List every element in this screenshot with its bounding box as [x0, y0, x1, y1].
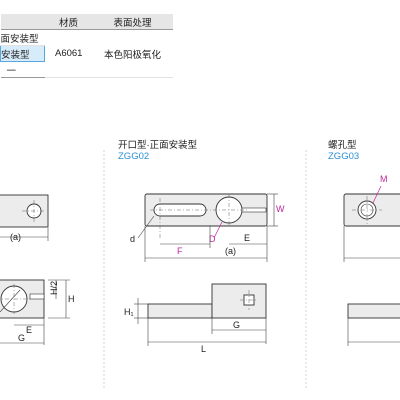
variant-caption-zgg02: 开口型·正面安装型 ZGG02 [118, 140, 197, 162]
zgg02-side-block [211, 283, 267, 319]
dim-e-label: E [26, 325, 32, 335]
spec-header-row: 材质 表面处理 [0, 14, 173, 30]
spec-table: 材质 表面处理 面安装型 A6061 本色阳极氧化 安装型 一 [0, 14, 173, 78]
header-type [0, 14, 45, 30]
dim-w-label: W [276, 204, 285, 214]
variant-name: 螺孔型 [328, 140, 357, 151]
spec-row: 一 [0, 61, 173, 78]
dim-e-label: E [244, 233, 250, 243]
dim-a-label: (a) [225, 246, 236, 256]
dim-d-small-label: d [130, 234, 135, 244]
spec-row: 安装型 [0, 45, 173, 62]
spec-row-material: A6061 [44, 29, 93, 78]
zgg02-slit [241, 207, 267, 213]
dim-g-label: G [18, 333, 25, 343]
zgg02-side-arm [147, 303, 213, 319]
dim-f-label: F [177, 246, 183, 256]
spec-row-type-selected[interactable]: 安装型 [0, 45, 45, 62]
dim-a-label: (a) [10, 232, 21, 242]
dim-h1-label: H₁ [124, 307, 134, 317]
dim-m-label: M [380, 174, 388, 184]
variant-code: ZGG02 [118, 151, 150, 162]
dim-l-label: L [201, 344, 206, 354]
spec-row-surface: 本色阳极氧化 [92, 29, 173, 78]
header-material: 材质 [44, 14, 93, 30]
spec-row-type[interactable]: 一 [0, 61, 45, 78]
variant-caption-zgg03: 螺孔型 ZGG03 [328, 140, 359, 162]
zgg02-drawing: W d D F E (a) H₁ G L [124, 193, 285, 354]
dim-h2-label: H/2 [49, 281, 59, 295]
variant-code: ZGG03 [328, 151, 360, 162]
spec-row: 面安装型 A6061 本色阳极氧化 [0, 29, 173, 78]
variant-name: 开口型·正面安装型 [118, 140, 198, 151]
dim-d-big-label: D [209, 234, 216, 244]
dim-g-label: G [233, 320, 240, 330]
zgg03-side-arm [347, 303, 400, 319]
left-variant-drawing: (a) H/2 H E G [0, 194, 75, 345]
zgg03-drawing: M [343, 174, 400, 346]
dim-h-label: H [68, 294, 75, 304]
header-surface: 表面处理 [92, 14, 173, 30]
